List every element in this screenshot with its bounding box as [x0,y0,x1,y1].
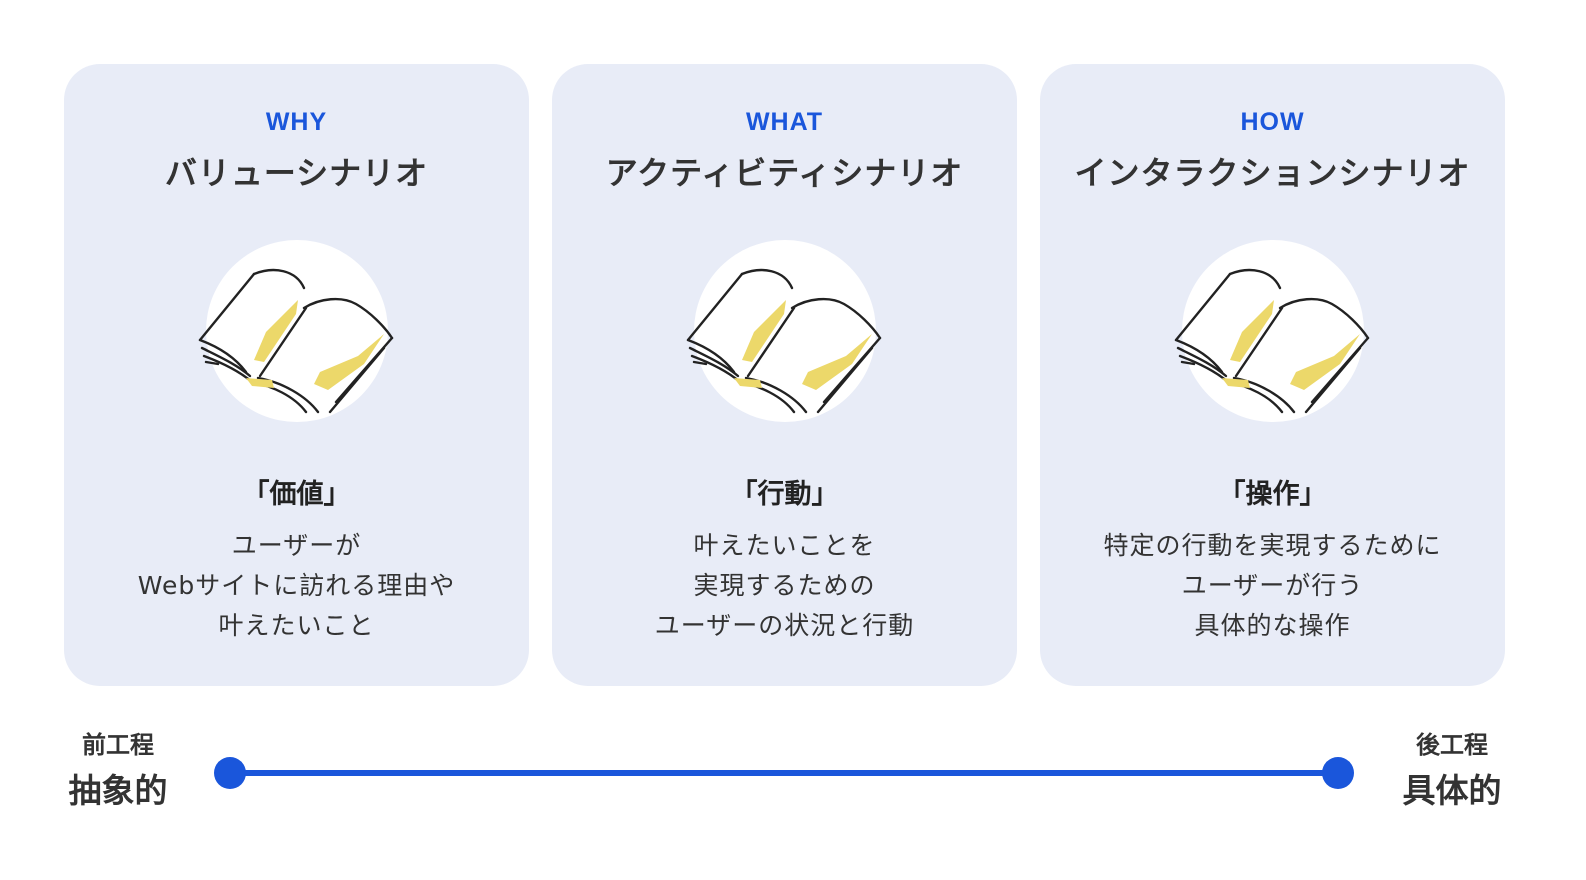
card-eyebrow: HOW [1240,108,1305,136]
open-book-icon [686,240,882,422]
description-line: 叶えたいことを [693,531,876,560]
description-line: 特定の行動を実現するために [1103,531,1442,560]
card-description: 叶えたいことを 実現するための ユーザーの状況と行動 [552,526,1017,646]
scale-end-main: 具体的 [1402,771,1502,810]
card-title: バリューシナリオ [164,154,429,192]
card-description: ユーザーが Webサイトに訪れる理由や 叶えたいこと [64,526,529,646]
scale-start-label: 前工程 抽象的 [56,728,180,814]
scale-end-label: 後工程 具体的 [1390,728,1514,814]
scale-start-sub: 前工程 [82,731,154,759]
card-keyword: 「行動」 [730,479,839,510]
card-activity-scenario: WHAT アクティビティシナリオ [552,64,1017,686]
open-book-illustration [1174,268,1370,414]
open-book-illustration [686,268,882,414]
open-book-icon [198,240,394,422]
open-book-illustration [198,268,394,414]
description-line: ユーザーが行う [1181,571,1364,600]
timeline-start-dot [214,757,246,789]
card-value-scenario: WHY バリューシナリオ [64,64,529,686]
scale-start-main: 抽象的 [68,771,168,810]
card-eyebrow: WHY [265,108,328,136]
description-line: 実現するための [693,571,876,600]
card-description: 特定の行動を実現するために ユーザーが行う 具体的な操作 [1040,526,1505,646]
timeline-end-dot [1322,757,1354,789]
timeline-line [230,770,1338,776]
open-book-icon [1174,240,1370,422]
description-line: Webサイトに訪れる理由や [137,571,456,600]
description-line: 具体的な操作 [1194,611,1351,640]
scenario-cards: WHY バリューシナリオ [64,64,1505,686]
card-interaction-scenario: HOW インタラクションシナリオ [1040,64,1505,686]
card-title: アクティビティシナリオ [605,154,964,192]
card-title: インタラクションシナリオ [1074,154,1471,192]
card-keyword: 「価値」 [242,479,351,510]
card-eyebrow: WHAT [745,108,824,136]
description-line: ユーザーが [231,531,362,560]
card-keyword: 「操作」 [1218,479,1327,510]
description-line: ユーザーの状況と行動 [654,611,915,640]
description-line: 叶えたいこと [218,611,375,640]
scale-end-sub: 後工程 [1416,731,1488,759]
